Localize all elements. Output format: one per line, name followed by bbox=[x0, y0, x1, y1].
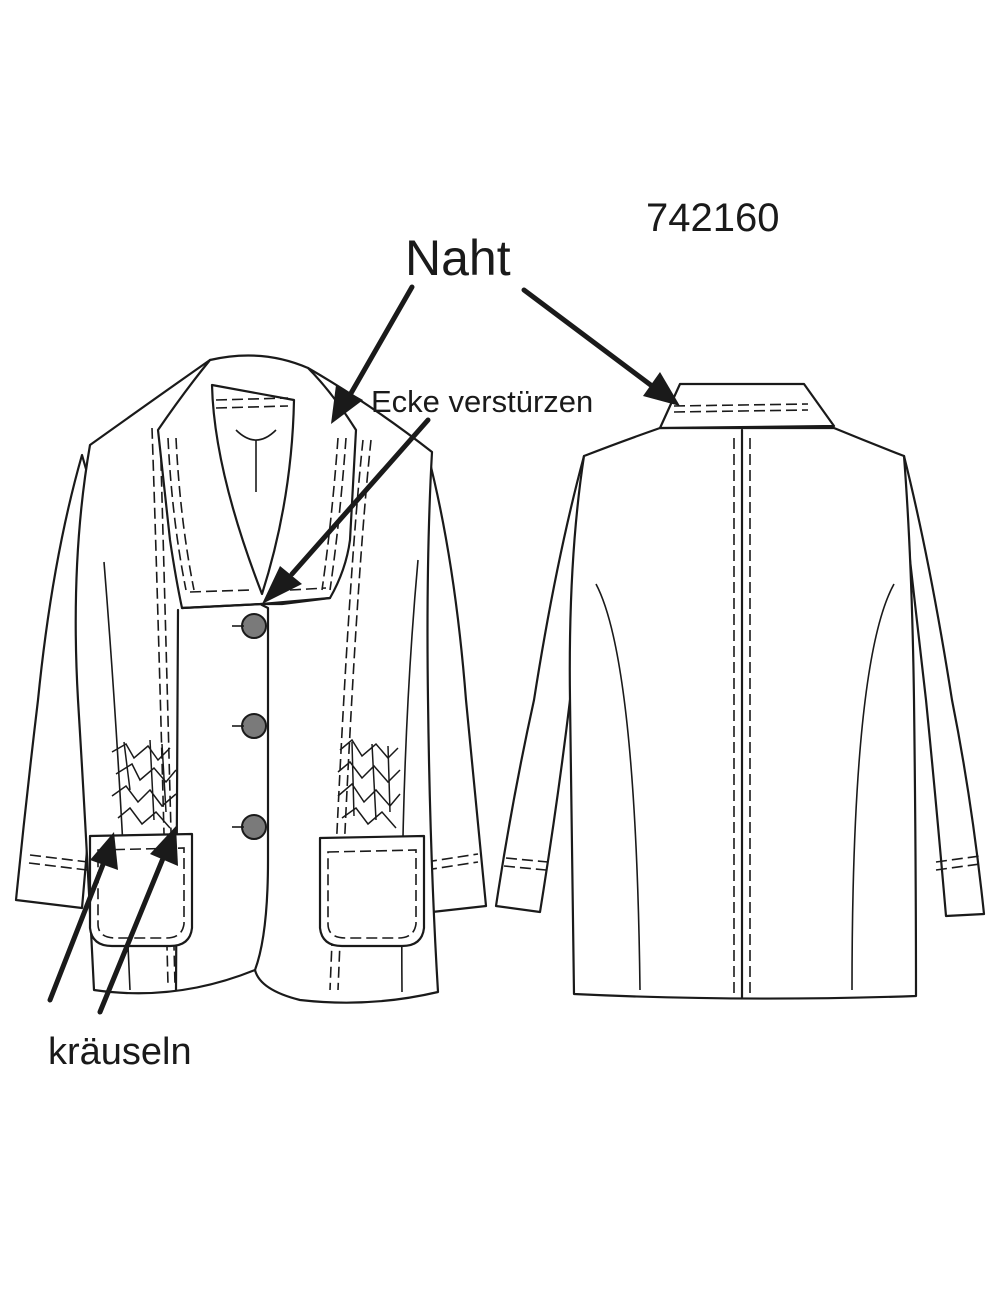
corner-label: Ecke verstürzen bbox=[371, 384, 594, 419]
gather-arrow-2 bbox=[97, 853, 167, 1015]
pocket-right bbox=[318, 834, 426, 948]
button-2 bbox=[241, 713, 267, 739]
button-1 bbox=[241, 613, 267, 639]
jacket-back-view bbox=[494, 382, 986, 1000]
front-collar bbox=[156, 354, 358, 610]
gathers-left bbox=[111, 739, 177, 829]
model-number-label: 742160 bbox=[646, 196, 780, 240]
seam-label: Naht bbox=[405, 230, 511, 286]
seam-arrow-front bbox=[347, 284, 415, 398]
back-collar bbox=[658, 382, 836, 430]
gathers-right bbox=[337, 738, 401, 829]
gather-label: kräuseln bbox=[48, 1031, 192, 1073]
seam-arrow-back bbox=[521, 287, 655, 389]
callout-arrows bbox=[47, 284, 680, 1015]
back-right-sleeve bbox=[902, 454, 986, 918]
corner-arrow bbox=[289, 417, 431, 577]
button-3 bbox=[241, 814, 267, 840]
gather-arrow-1 bbox=[47, 859, 107, 1003]
